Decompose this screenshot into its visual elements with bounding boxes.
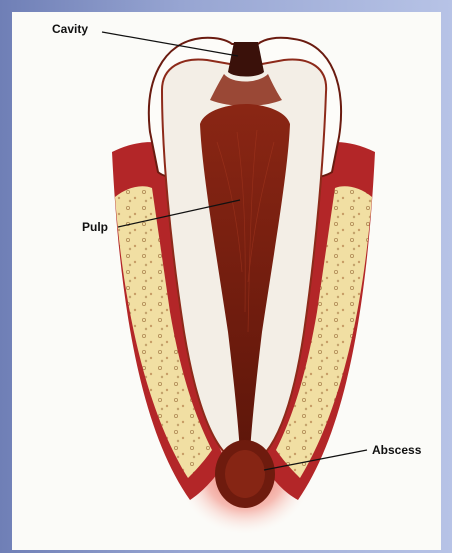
label-abscess: Abscess [372, 443, 421, 457]
abscess-core [225, 450, 265, 498]
cavity [228, 42, 264, 77]
tooth-illustration [12, 12, 441, 550]
label-pulp: Pulp [82, 220, 108, 234]
tooth-diagram: Cavity Pulp Abscess [12, 12, 441, 550]
label-cavity: Cavity [52, 22, 88, 36]
